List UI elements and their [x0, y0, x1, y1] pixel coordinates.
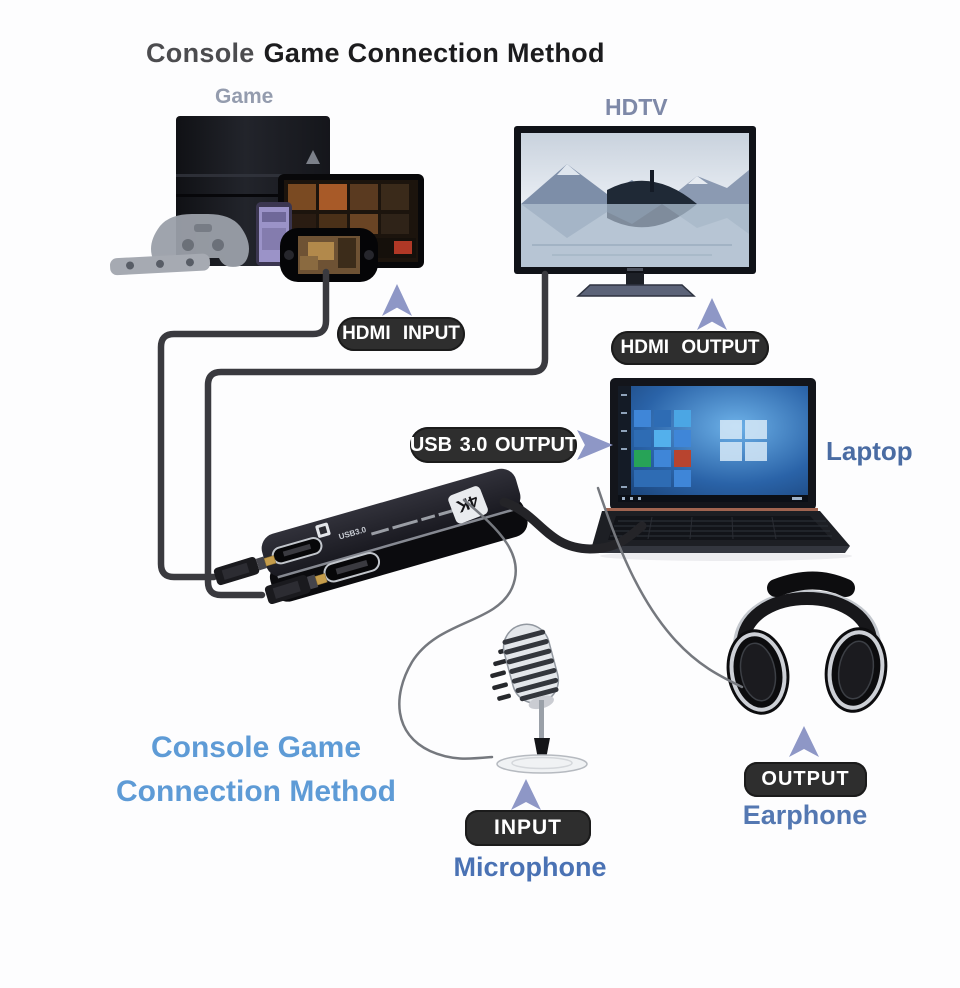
windows-logo-icon: [720, 420, 767, 461]
mic-connector: [534, 738, 550, 759]
hdmi-cable-console-to-card: [157, 268, 330, 581]
earphone-cable: [596, 486, 744, 689]
right-earcup: [824, 627, 888, 713]
page-title-rest: Game Connection Method: [263, 38, 605, 68]
ps-logo-icon: [306, 150, 320, 164]
earphone-output-badge: OUTPUT: [744, 762, 867, 797]
laptop-illustration: [592, 378, 852, 561]
usb-output-badge: USB 3.0 OUTPUT: [410, 427, 577, 463]
tv-screen: [521, 133, 749, 267]
microphone-label: Microphone: [453, 852, 607, 882]
capture-card-illustration: USB3.0 4K: [261, 468, 528, 602]
laptop-base: [592, 511, 850, 553]
headphones-illustration: [726, 571, 888, 715]
card-mini-logo-icon: [315, 522, 331, 538]
laptop-label: Laptop: [826, 436, 913, 466]
headband: [733, 571, 881, 645]
footer-title-line1: Console Game: [150, 731, 362, 764]
footer-title-line2: Connection Method: [116, 775, 396, 808]
hdmi-input-badge: HDMI INPUT: [337, 317, 465, 351]
mic-capsule: [502, 623, 560, 710]
left-earcup: [726, 629, 790, 715]
mic-base: [496, 754, 588, 774]
start-menu-tiles: [634, 410, 691, 487]
laptop-hinge: [606, 508, 818, 511]
hdmi-plug-a: [213, 555, 277, 586]
ps4-controller: [151, 214, 249, 267]
ps-vita: [280, 228, 378, 282]
hdmi-output-badge: HDMI OUTPUT: [611, 331, 769, 365]
game-console-illustration: [110, 116, 424, 282]
mic-pole: [539, 700, 544, 748]
page-title-word-console: Console: [146, 38, 255, 68]
footer-title: Console Game Connection Method: [104, 726, 408, 814]
mic-input-badge: INPUT: [465, 810, 591, 846]
laptop-shadow: [600, 551, 852, 561]
earphone-label: Earphone: [742, 800, 868, 830]
tv-stand: [576, 273, 696, 297]
microphone-cable: [398, 498, 518, 760]
game-label: Game: [215, 85, 274, 108]
ps-camera: [110, 253, 211, 276]
laptop-screen: [610, 378, 816, 510]
microphone-illustration: [490, 623, 588, 774]
tv-brand-mark: [627, 268, 643, 271]
hdmi-plug-b: [264, 573, 328, 605]
hdmi-cable-hdtv-to-card: [204, 270, 549, 599]
hdtv-label: HDTV: [605, 94, 668, 120]
hdtv-illustration: [514, 126, 756, 297]
page-title: Console Game Connection Method: [146, 38, 605, 69]
usb-cable-card-to-laptop: [499, 497, 647, 554]
hdmi-port-2: [323, 552, 381, 583]
